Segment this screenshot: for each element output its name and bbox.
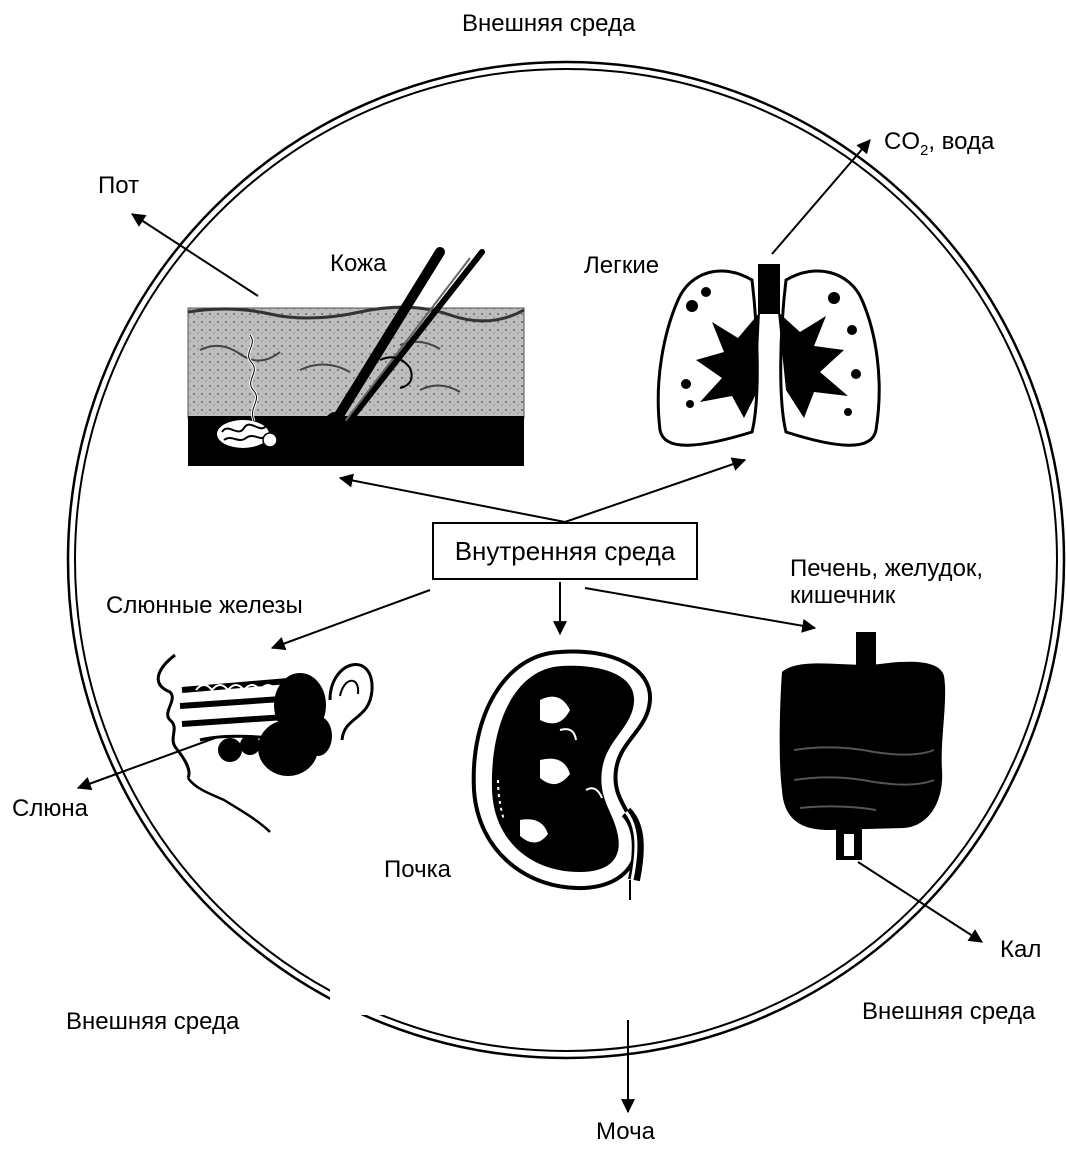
kidney-illustration (474, 651, 650, 888)
co2-prefix: CO (884, 128, 920, 155)
title-external-environment: Внешняя среда (462, 10, 635, 38)
boundary-gap (330, 905, 590, 1015)
arrow-to-skin (340, 478, 565, 522)
label-external-environment-left: Внешняя среда (66, 1008, 239, 1036)
label-external-environment-right: Внешняя среда (862, 998, 1035, 1026)
arrow-to-lungs (565, 460, 745, 522)
co2-suffix: , вода (928, 128, 994, 155)
label-digestive-line1: Печень, желудок, (790, 555, 983, 582)
label-kidney: Почка (384, 856, 451, 884)
label-feces: Кал (1000, 936, 1041, 964)
label-lungs: Легкие (584, 252, 659, 280)
label-salivary-glands: Слюнные железы (106, 592, 303, 620)
arrow-feces (858, 862, 982, 942)
label-sweat: Пот (98, 172, 139, 200)
label-skin: Кожа (330, 250, 386, 278)
label-digestive-line2: кишечник (790, 582, 983, 609)
label-digestive: Печень, желудок, кишечник (790, 555, 983, 609)
arrow-co2 (772, 140, 870, 254)
lungs-illustration (658, 264, 879, 445)
arrow-to-digestive (585, 588, 815, 628)
arrow-saliva (78, 738, 215, 788)
salivary-illustration (158, 655, 372, 832)
label-co2-water: CO2, вода (884, 128, 994, 165)
digestive-illustration (780, 632, 945, 860)
internal-environment-box: Внутренняя среда (432, 522, 698, 580)
label-urine: Моча (596, 1118, 655, 1146)
label-saliva: Слюна (12, 795, 88, 823)
